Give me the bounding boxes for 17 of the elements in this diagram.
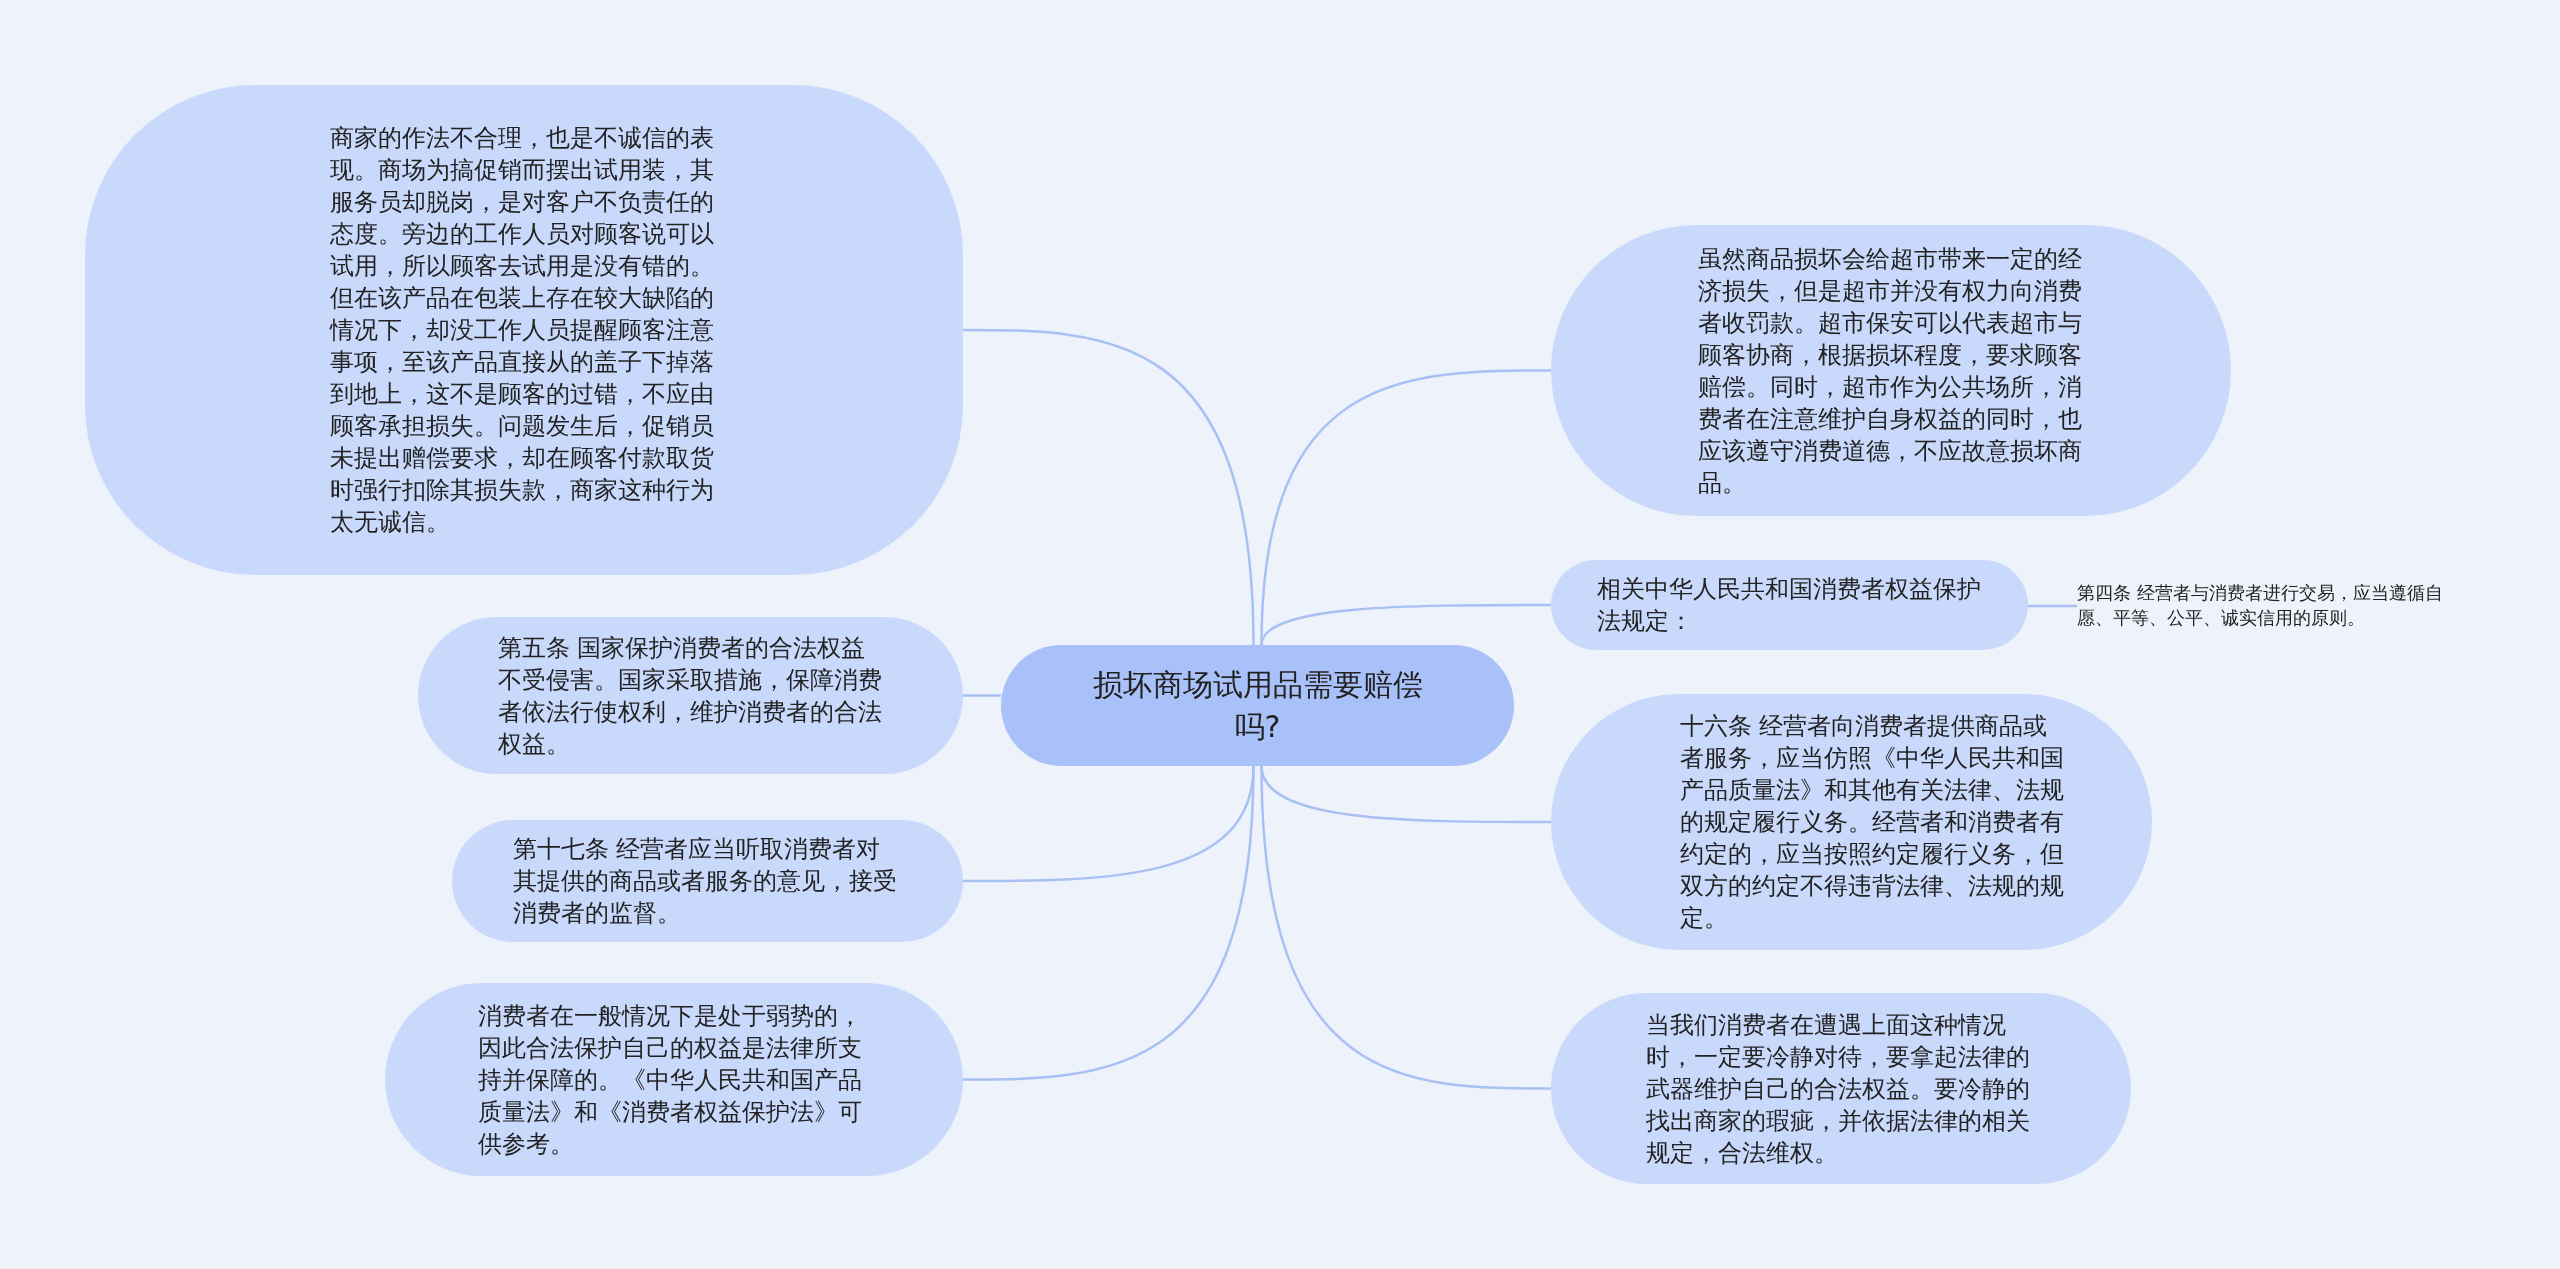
connector-line bbox=[2028, 604, 2077, 608]
connector-line bbox=[963, 765, 1255, 1081]
bubble-text: 损坏商场试用品需要赔偿吗? bbox=[1092, 665, 1423, 746]
bubble-text: 第十七条 经营者应当听取消费者对其提供的商品或者服务的意见，接受消费者的监督。 bbox=[513, 834, 898, 929]
connector-line bbox=[1260, 765, 1551, 1090]
bubble-text: 当我们消费者在遭遇上面这种情况时，一定要冷静对待，要拿起法律的武器维护自己的合法权益。要冷静的找出商家的瑕疵，并依据法律的相关规定，合法维权。 bbox=[1646, 1009, 2031, 1169]
connector-line bbox=[1260, 369, 1551, 646]
bubble-text: 第五条 国家保护消费者的合法权益不受侵害。国家采取措施，保障消费者依法行使权利，维护消费者的合法权益。 bbox=[498, 632, 883, 760]
bubble-text: 消费者在一般情况下是处于弱势的，因此合法保护自己的权益是法律所支持并保障的。《中华人民共和国产品质量法》和《消费者权益保护法》可供参考。 bbox=[478, 1000, 863, 1160]
connector-line bbox=[963, 328, 1255, 646]
bubble-text: 虽然商品损坏会给超市带来一定的经济损失，但是超市并没有权力向消费者收罚款。超市保安可以代表超市与顾客协商，根据损坏程度，要求顾客赔偿。同时，超市作为公共场所，消费者在注意维护自身权益的同时，也应该遵守消费道德，不应故意损坏商品。 bbox=[1698, 243, 2083, 499]
bubble-text: 十六条 经营者向消费者提供商品或者服务，应当仿照《中华人民共和国产品质量法》和其他有关法律、法规的规定履行义务。经营者和消费者有约定的，应当按照约定履行义务，但双方的约定不得违背法律、法规的规定。 bbox=[1680, 711, 2065, 934]
note-text: 第四条 经营者与消费者进行交易，应当遵循自愿、平等、公平、诚实信用的原则。 bbox=[2077, 576, 2467, 636]
connector-line bbox=[963, 694, 1001, 697]
bubble-text: 相关中华人民共和国消费者权益保护法规定： bbox=[1597, 574, 1982, 637]
connector-line bbox=[1260, 603, 1551, 646]
bubble-text: 商家的作法不合理，也是不诚信的表现。商场为搞促销而摆出试用装，其服务员却脱岗，是对客户不负责任的态度。旁边的工作人员对顾客说可以试用，所以顾客去试用是没有错的。但在该产品在包装上存在较大缺陷的情况下，却没工作人员提醒顾客注意事项，至该产品直接从的盖子下掉落到地上，这不是顾客的过错，不应由顾客承担损失。问题发生后，促销员未提出赠偿要求，却在顾客付款取货时强行扣除其损失款，商家这种行为太无诚信。 bbox=[330, 123, 715, 538]
